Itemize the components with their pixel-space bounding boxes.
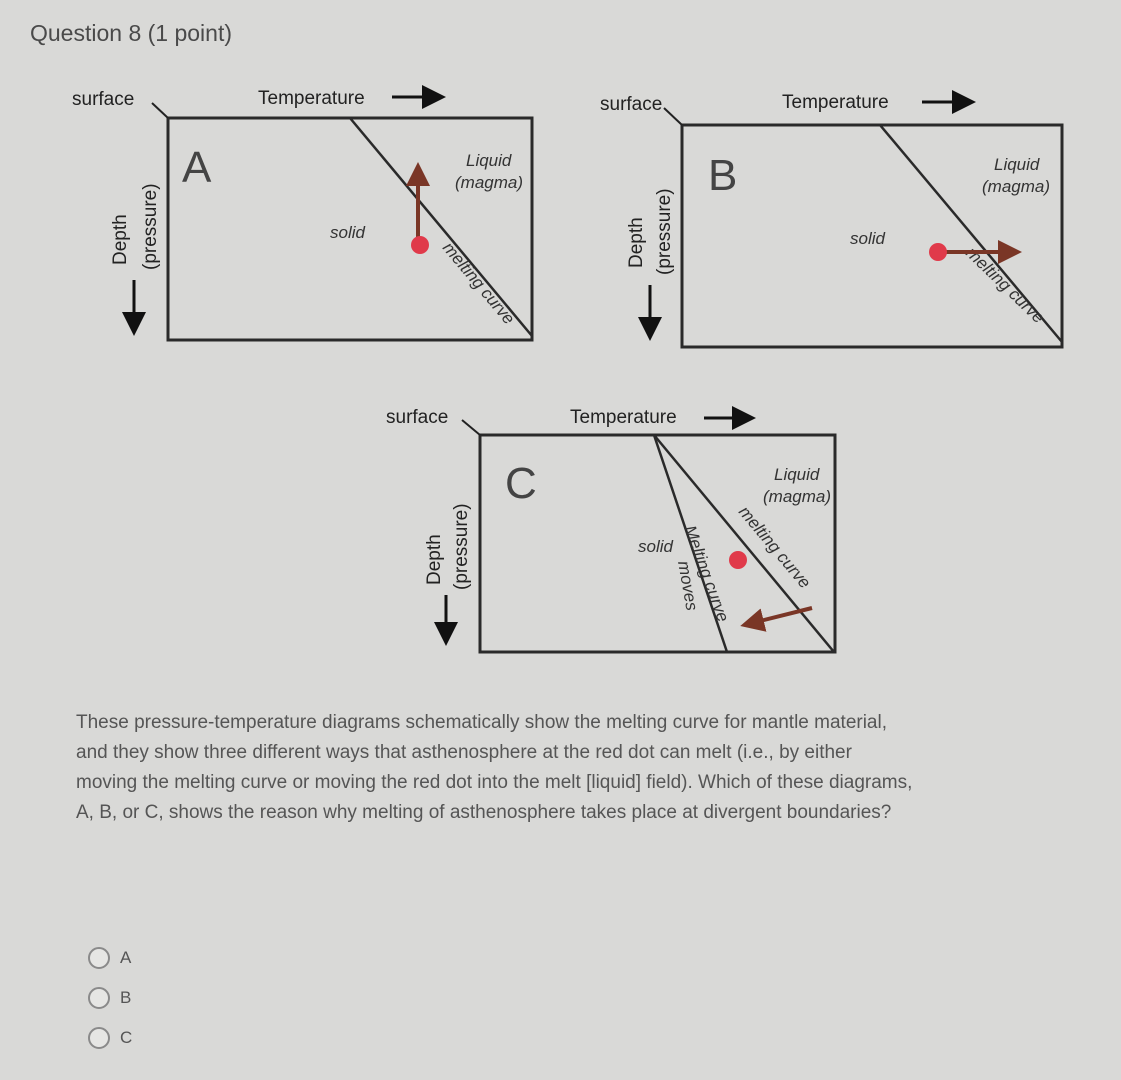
diagram-c-temperature-label: Temperature: [570, 407, 677, 428]
diagram-b-curve-label: melting curve: [962, 243, 1048, 327]
pt-diagrams-figure: surface Temperature Depth (pressure) A L…: [72, 85, 1064, 654]
answer-label: A: [120, 948, 132, 967]
diagram-c-frame: [478, 433, 837, 654]
question-title: Question 8 (1 point): [30, 20, 233, 46]
diagram-c-surface-pointer: [461, 419, 481, 436]
diagram-c: surface Temperature Depth (pressure) C L…: [386, 406, 837, 654]
diagram-a-surface-label: surface: [72, 89, 134, 110]
diagram-c-magma-label: (magma): [763, 487, 831, 506]
diagram-b: surface Temperature Depth (pressure) B L…: [600, 90, 1064, 349]
diagram-a-magma-label: (magma): [455, 173, 523, 192]
diagram-a-depth-label: Depth: [110, 214, 131, 265]
answer-option-c[interactable]: C: [88, 1018, 132, 1058]
diagram-a-solid-label: solid: [330, 223, 366, 242]
diagram-b-magma-label: (magma): [982, 177, 1050, 196]
diagram-b-temperature-label: Temperature: [782, 92, 889, 113]
diagram-c-solid-label: solid: [638, 537, 674, 556]
diagram-c-pressure-label: (pressure): [451, 503, 472, 590]
diagram-c-liquid-label: Liquid: [774, 465, 820, 484]
diagram-c-red-dot: [729, 551, 747, 569]
answer-option-b[interactable]: B: [88, 978, 132, 1018]
diagram-b-red-dot: [929, 243, 947, 261]
diagram-c-moved-melting-curve: [652, 434, 729, 653]
diagram-a-surface-pointer: [151, 102, 169, 119]
diagram-a-red-dot: [411, 236, 429, 254]
diagram-b-pressure-label: (pressure): [654, 188, 675, 275]
diagram-c-depth-label: Depth: [424, 534, 445, 585]
answer-label: B: [120, 988, 132, 1007]
radio-button[interactable]: [88, 947, 110, 969]
diagram-a-pressure-label: (pressure): [140, 183, 161, 270]
diagram-a: surface Temperature Depth (pressure) A L…: [72, 85, 534, 342]
radio-button[interactable]: [88, 1027, 110, 1049]
diagram-b-solid-label: solid: [850, 229, 886, 248]
diagram-a-curve-label: melting curve: [439, 238, 519, 328]
diagram-b-surface-label: surface: [600, 94, 662, 115]
diagram-a-liquid-label: Liquid: [466, 151, 512, 170]
diagram-c-letter: C: [505, 459, 537, 508]
diagram-b-depth-label: Depth: [626, 217, 647, 268]
diagram-b-surface-pointer: [663, 107, 683, 126]
question-text: These pressure-temperature diagrams sche…: [76, 712, 913, 823]
answer-options: A B C: [88, 938, 132, 1058]
diagram-c-curve-shift-arrow: [740, 606, 813, 632]
diagram-a-letter: A: [182, 143, 212, 192]
diagram-b-liquid-label: Liquid: [994, 155, 1040, 174]
diagram-b-frame: [680, 123, 1064, 349]
diagram-c-surface-label: surface: [386, 407, 448, 428]
answer-label: C: [120, 1028, 133, 1047]
diagram-b-letter: B: [708, 151, 737, 200]
diagram-c-melting-curve: [653, 434, 835, 653]
answer-option-a[interactable]: A: [88, 938, 132, 978]
diagram-b-melting-curve: [879, 124, 1063, 343]
diagram-a-temperature-label: Temperature: [258, 88, 365, 109]
diagram-a-melting-curve: [349, 117, 533, 337]
radio-button[interactable]: [88, 987, 110, 1009]
